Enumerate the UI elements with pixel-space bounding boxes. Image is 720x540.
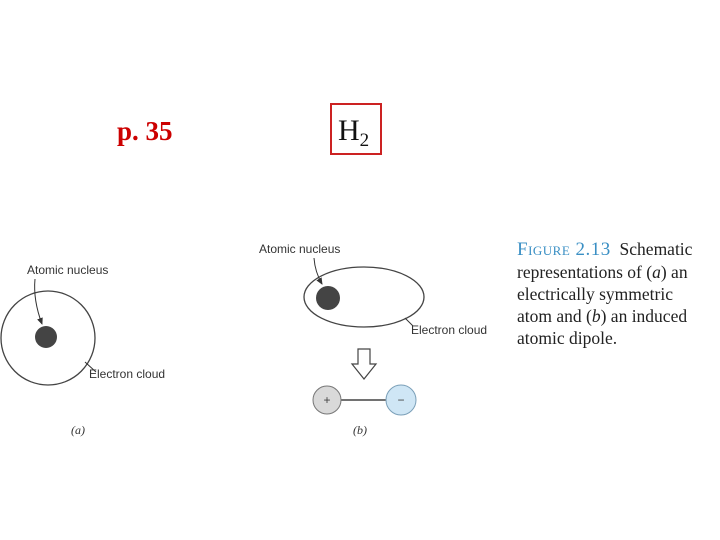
figure-b: Atomic nucleus Electron cloud + − (b) [259, 242, 487, 437]
cloud-label-b: Electron cloud [411, 323, 487, 337]
figure-number: Figure 2.13 [517, 239, 611, 260]
negative-pole [385, 384, 417, 416]
minus-sign: − [397, 393, 404, 407]
formula-subscript: 2 [359, 130, 370, 151]
caption-text-1: Schematic [619, 239, 693, 259]
caption-text-2a: representations of ( [517, 262, 653, 282]
symmetric-electron-cloud [0, 290, 96, 386]
chemical-formula: H2 [338, 114, 369, 152]
formula-element: H [338, 114, 360, 147]
caption-b: (b) [353, 423, 367, 437]
caption-line-2: representations of (a) an [517, 261, 717, 283]
caption-a: (a) [71, 423, 85, 437]
transformation-arrow [350, 348, 378, 380]
distorted-electron-cloud [303, 266, 425, 328]
caption-text-4a: atom and ( [517, 306, 592, 326]
caption-italic-b: b [591, 306, 601, 326]
figure-a: Atomic nucleus Electron cloud (a) [0, 263, 165, 437]
page-reference: p. 35 [117, 116, 173, 146]
symmetric-nucleus [35, 326, 57, 348]
plus-sign: + [323, 393, 330, 407]
figure-caption: Figure 2.13 Schematic representations of… [517, 238, 717, 349]
nucleus-pointer-b [313, 257, 323, 285]
caption-italic-a: a [652, 262, 661, 282]
caption-line-5: atomic dipole. [517, 328, 618, 348]
cloud-leader-a [84, 361, 97, 373]
displaced-nucleus [316, 286, 340, 310]
caption-line-1: Figure 2.13 Schematic [517, 238, 717, 261]
caption-text-4b: ) an induced [600, 306, 688, 326]
caption-text-2b: ) an [660, 262, 688, 282]
positive-pole [312, 385, 342, 415]
nucleus-label-b: Atomic nucleus [259, 242, 340, 256]
nucleus-pointer-a [34, 278, 43, 325]
cloud-label-a: Electron cloud [89, 367, 165, 381]
nucleus-label-a: Atomic nucleus [27, 263, 108, 277]
cloud-leader-b [404, 317, 414, 327]
caption-line-4: atom and (b) an induced [517, 305, 717, 327]
formula-highlight-box [330, 103, 382, 155]
caption-line-3: electrically symmetric [517, 284, 673, 304]
